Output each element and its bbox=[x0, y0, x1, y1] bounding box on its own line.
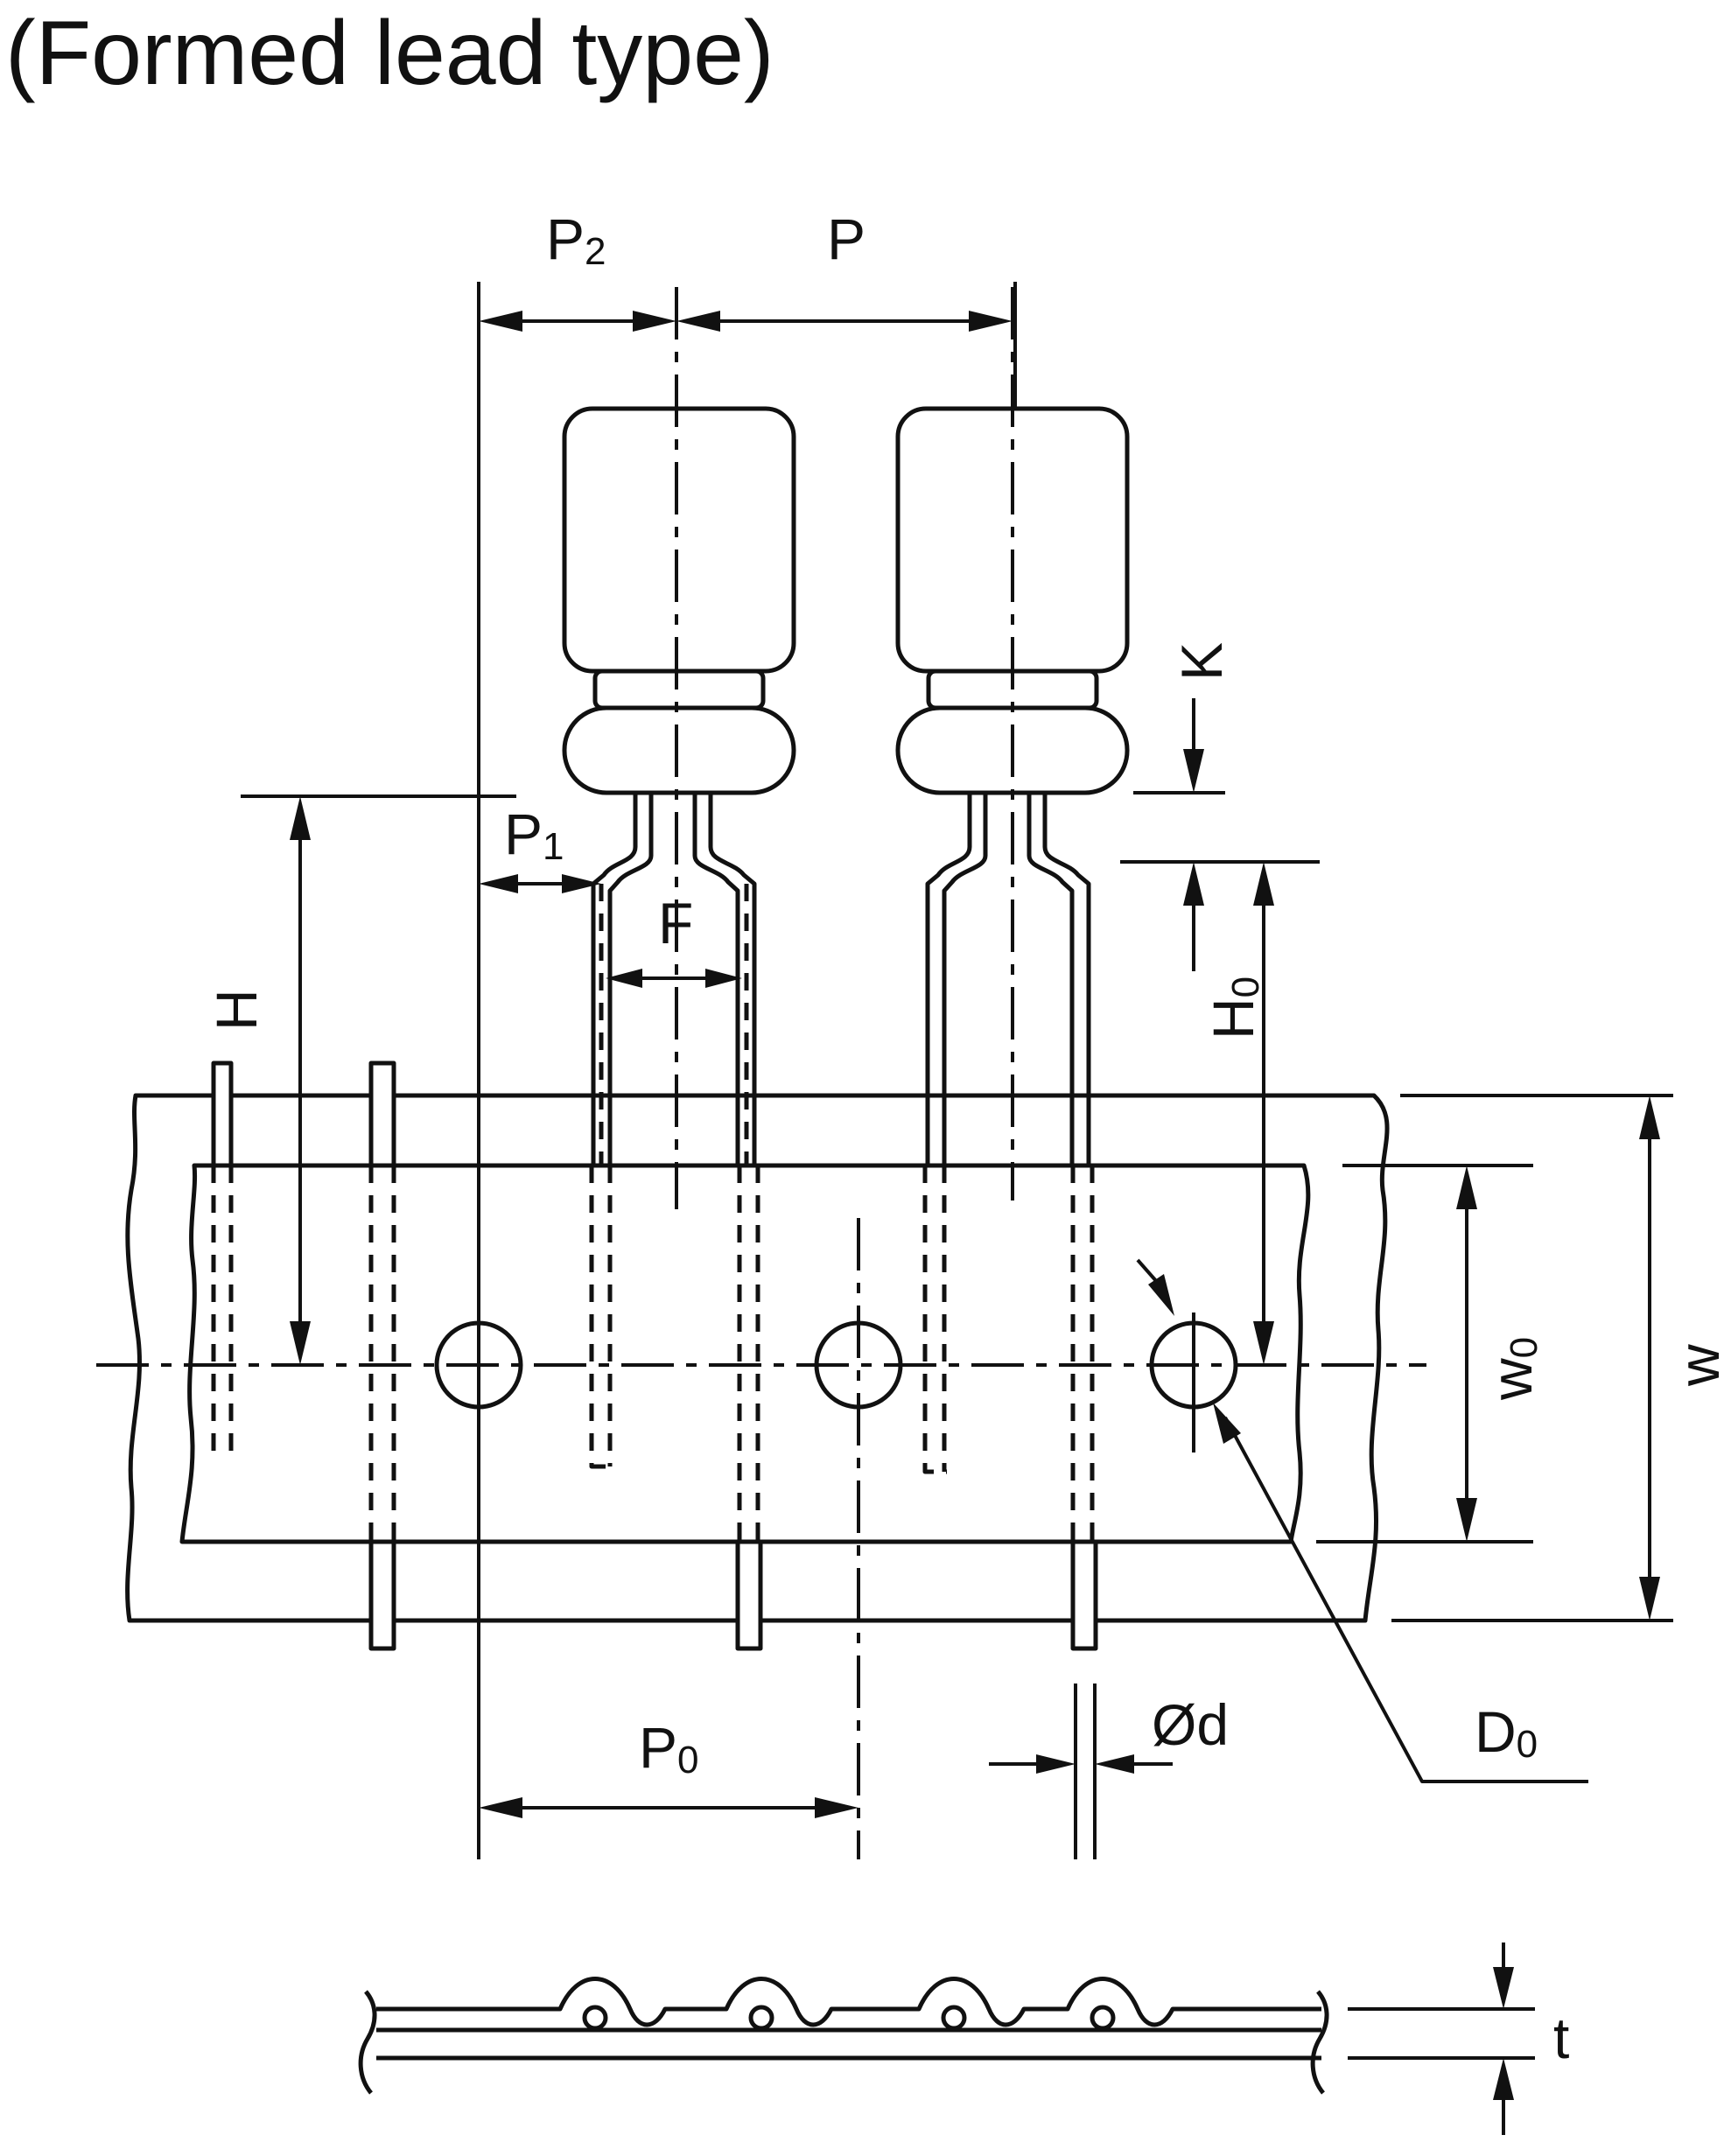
dimension-t bbox=[1348, 1942, 1535, 2135]
label-w: w bbox=[1666, 1344, 1731, 1387]
formed-leads-left bbox=[589, 793, 760, 1540]
dimension-p1 bbox=[479, 874, 601, 893]
label-d0: D0 bbox=[1475, 1699, 1538, 1766]
capacitor-body-left bbox=[562, 406, 796, 795]
dimension-f bbox=[606, 969, 742, 988]
label-p: P bbox=[827, 206, 866, 271]
previous-component-leads bbox=[211, 1060, 396, 1542]
dimension-h0 bbox=[1253, 862, 1274, 1365]
dimension-lead-diameter bbox=[989, 1754, 1173, 1774]
dimension-p2 bbox=[479, 311, 676, 332]
dimension-hole-diameter bbox=[1136, 1258, 1588, 1783]
adhesive-tape bbox=[179, 1163, 1311, 1544]
dimension-k bbox=[1120, 698, 1320, 971]
label-lead-diameter: Ød bbox=[1152, 1692, 1229, 1757]
dimension-p0 bbox=[479, 1797, 858, 1818]
label-h0: H0 bbox=[1201, 976, 1267, 1040]
dimension-w0 bbox=[1316, 1164, 1533, 1544]
side-view-tape bbox=[358, 1977, 1329, 2095]
label-p0: P0 bbox=[639, 1715, 699, 1782]
diagram-title: (Formed lead type) bbox=[5, 3, 774, 104]
carrier-tape bbox=[125, 1093, 1390, 1623]
dimension-p bbox=[676, 282, 1017, 409]
dimension-w bbox=[1391, 1094, 1673, 1622]
label-h: H bbox=[204, 989, 269, 1031]
label-p2: P2 bbox=[546, 206, 606, 273]
label-p1: P1 bbox=[504, 802, 564, 868]
dimension-h bbox=[241, 794, 516, 1365]
label-w0: w0 bbox=[1479, 1337, 1545, 1401]
label-t: t bbox=[1553, 2006, 1569, 2070]
formed-leads-right bbox=[922, 793, 1095, 1542]
label-f: F bbox=[658, 891, 693, 956]
lead-stubs-below-tape bbox=[368, 1539, 1098, 1651]
reference-lines bbox=[96, 282, 1426, 1859]
label-k: K bbox=[1169, 642, 1234, 681]
